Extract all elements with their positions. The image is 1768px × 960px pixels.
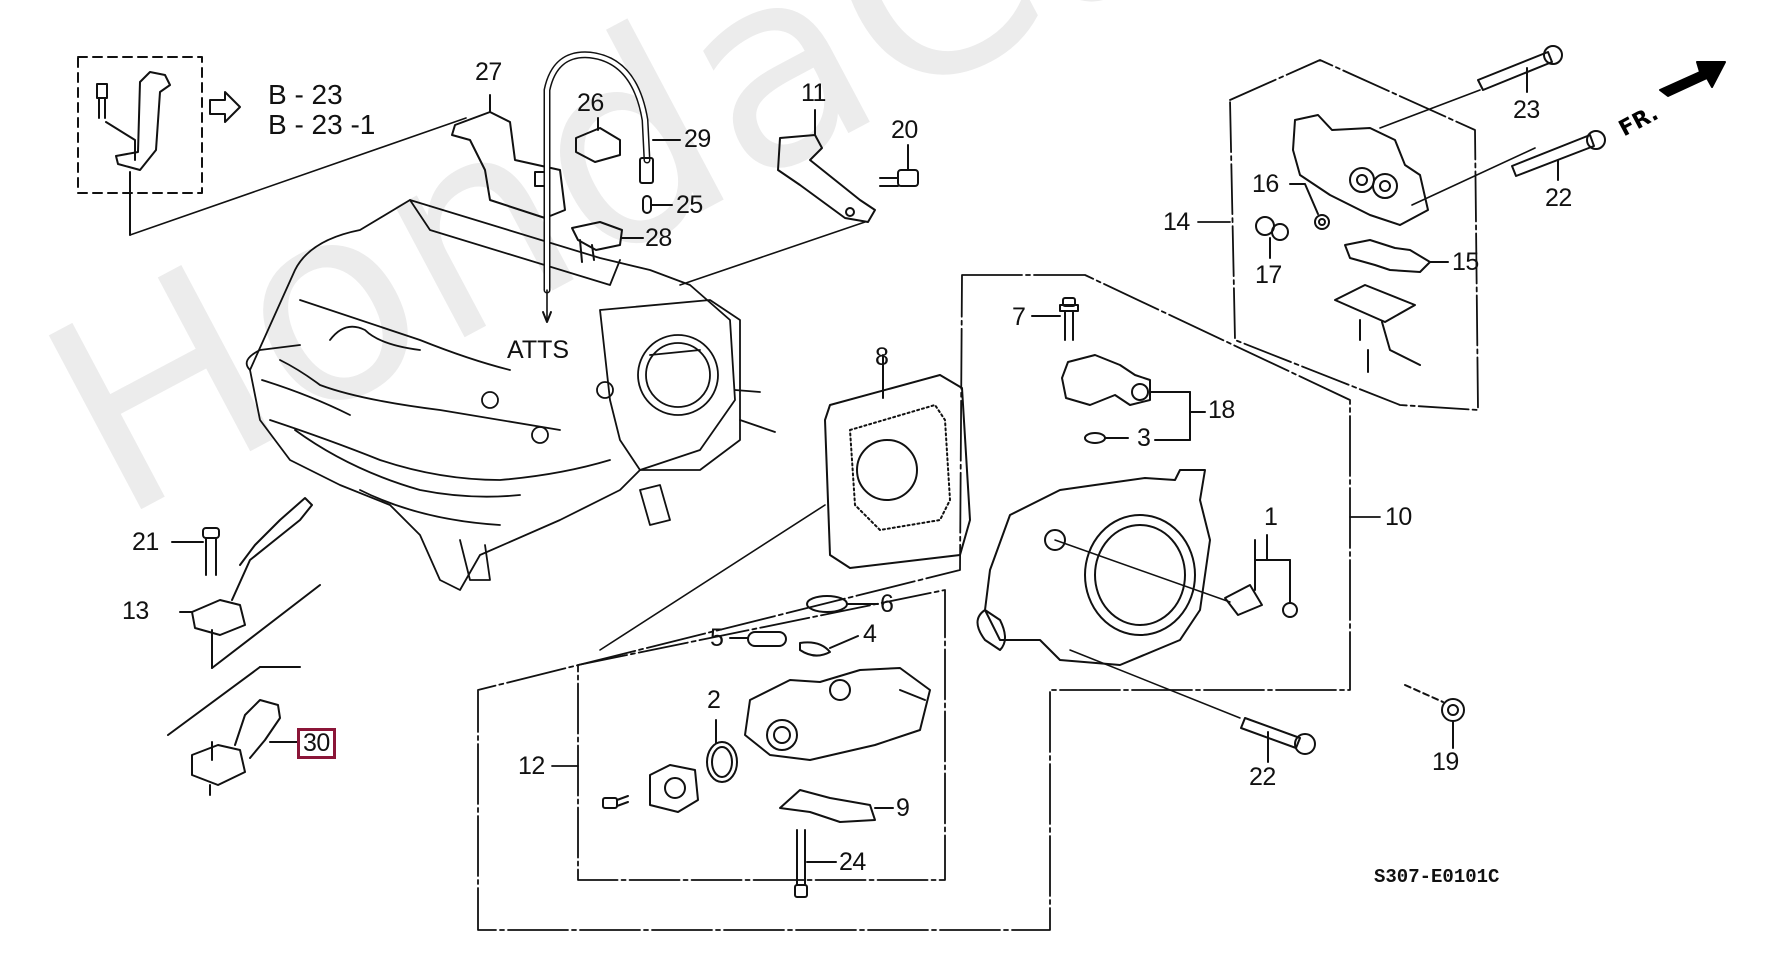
part-15-gasket bbox=[1344, 239, 1449, 273]
solenoid-plate bbox=[1334, 284, 1421, 373]
reference-bracket-group bbox=[77, 56, 467, 236]
part-19-nut bbox=[1404, 684, 1465, 749]
callout-23[interactable]: 23 bbox=[1513, 96, 1540, 124]
part-30-clip bbox=[167, 666, 301, 796]
callout-2[interactable]: 2 bbox=[707, 686, 721, 714]
callout-21[interactable]: 21 bbox=[132, 528, 159, 556]
callout-9[interactable]: 9 bbox=[896, 794, 910, 822]
callout-27[interactable]: 27 bbox=[475, 58, 502, 86]
part-11-bracket bbox=[679, 109, 876, 286]
part-13-clip bbox=[179, 497, 321, 669]
callout-25[interactable]: 25 bbox=[676, 191, 703, 219]
callout-13[interactable]: 13 bbox=[122, 597, 149, 625]
reference-line-2[interactable]: B - 23 -1 bbox=[268, 109, 376, 140]
part-22-bolt-upper bbox=[1511, 130, 1606, 181]
front-direction-arrow-icon bbox=[1659, 61, 1726, 97]
callout-17[interactable]: 17 bbox=[1255, 261, 1282, 289]
part-6-oring bbox=[806, 595, 879, 613]
callout-19[interactable]: 19 bbox=[1432, 748, 1459, 776]
callout-14[interactable]: 14 bbox=[1163, 208, 1190, 236]
group-14-outline bbox=[1197, 59, 1479, 411]
part-25 bbox=[642, 195, 673, 214]
part-5-gasket bbox=[729, 631, 787, 647]
callout-10[interactable]: 10 bbox=[1385, 503, 1412, 531]
part-22-bolt-lower bbox=[1240, 717, 1316, 763]
part-2-oring bbox=[706, 719, 738, 783]
part-14-solenoid bbox=[1292, 89, 1536, 226]
callout-8[interactable]: 8 bbox=[875, 343, 889, 371]
iacv-flange bbox=[649, 764, 699, 813]
reference-line-1[interactable]: B - 23 bbox=[268, 79, 343, 110]
callout-24[interactable]: 24 bbox=[839, 848, 866, 876]
callout-30-highlighted[interactable]: 30 bbox=[297, 728, 336, 759]
part-4-gasket bbox=[799, 635, 859, 657]
atts-label: ATTS bbox=[507, 336, 570, 364]
part-21-bolt bbox=[171, 527, 220, 576]
part-29-tube bbox=[542, 51, 681, 323]
diagram-code: S307-E0101C bbox=[1374, 866, 1500, 888]
part-16-nut bbox=[1289, 183, 1330, 230]
group-10-outline bbox=[477, 274, 1381, 931]
callout-5[interactable]: 5 bbox=[710, 624, 724, 652]
part-28-clip bbox=[571, 221, 644, 263]
part-17-oring bbox=[1255, 216, 1289, 259]
group-12-outline bbox=[551, 589, 946, 881]
callout-22-upper[interactable]: 22 bbox=[1545, 184, 1572, 212]
callout-20[interactable]: 20 bbox=[891, 116, 918, 144]
callout-15[interactable]: 15 bbox=[1452, 248, 1479, 276]
callout-26[interactable]: 26 bbox=[577, 89, 604, 117]
callout-12[interactable]: 12 bbox=[518, 752, 545, 780]
iacv-screw bbox=[602, 795, 629, 809]
part-12-iacv bbox=[744, 667, 931, 761]
callout-29[interactable]: 29 bbox=[684, 125, 711, 153]
callout-18[interactable]: 18 bbox=[1208, 396, 1235, 424]
part-20-bolt bbox=[879, 144, 919, 187]
callout-22-lower[interactable]: 22 bbox=[1249, 763, 1276, 791]
part-8-gasket bbox=[599, 354, 971, 651]
callout-6[interactable]: 6 bbox=[880, 590, 894, 618]
part-3-oring bbox=[1084, 432, 1191, 444]
part-7-bolt bbox=[1031, 297, 1079, 341]
intake-manifold bbox=[245, 199, 776, 591]
callout-1[interactable]: 1 bbox=[1264, 503, 1278, 531]
part-18-sensor bbox=[1061, 354, 1206, 441]
part-26-connector bbox=[575, 117, 621, 163]
part-9-bracket bbox=[779, 789, 894, 823]
callout-16[interactable]: 16 bbox=[1252, 170, 1279, 198]
part-23-bolt bbox=[1477, 45, 1563, 93]
callout-28[interactable]: 28 bbox=[645, 224, 672, 252]
callout-3[interactable]: 3 bbox=[1137, 424, 1151, 452]
callout-7[interactable]: 7 bbox=[1012, 303, 1026, 331]
callout-4[interactable]: 4 bbox=[863, 620, 877, 648]
throttle-body bbox=[976, 469, 1298, 719]
part-24-bolt bbox=[794, 829, 837, 898]
callout-11[interactable]: 11 bbox=[801, 79, 826, 107]
